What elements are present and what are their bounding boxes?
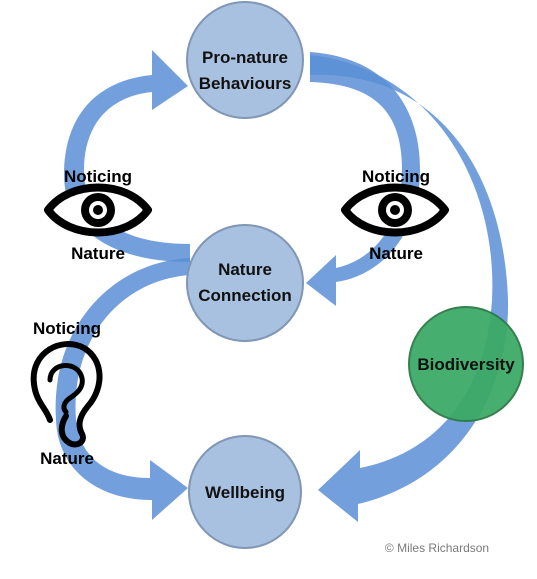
ear-bottom-label: Nature (40, 449, 94, 468)
ear-icon (30, 341, 103, 448)
pro-nature-line2: Behaviours (199, 74, 292, 93)
connection-line2: Connection (198, 286, 292, 305)
arrow-connection-to-wellbeing (55, 258, 190, 520)
node-wellbeing (188, 435, 302, 549)
biodiversity-label: Biodiversity (417, 355, 515, 374)
arrow-behaviours-to-connection (306, 52, 420, 306)
wellbeing-label: Wellbeing (205, 483, 285, 502)
pro-nature-line1: Pro-nature (202, 48, 288, 67)
node-biodiversity (408, 306, 524, 422)
eye-icon (341, 183, 449, 237)
right-eye-top-label: Noticing (362, 167, 430, 186)
ear-top-label: Noticing (33, 319, 101, 338)
left-eye-bottom-label: Nature (71, 244, 125, 263)
arrow-connection-to-behaviours (63, 50, 190, 262)
node-pro-nature-behaviours (186, 1, 304, 119)
right-eye-bottom-label: Nature (369, 244, 423, 263)
copyright-text: © Miles Richardson (385, 541, 489, 555)
eye-icon (44, 183, 152, 237)
left-eye-top-label: Noticing (64, 167, 132, 186)
node-nature-connection (186, 224, 304, 342)
connection-line1: Nature (218, 260, 272, 279)
